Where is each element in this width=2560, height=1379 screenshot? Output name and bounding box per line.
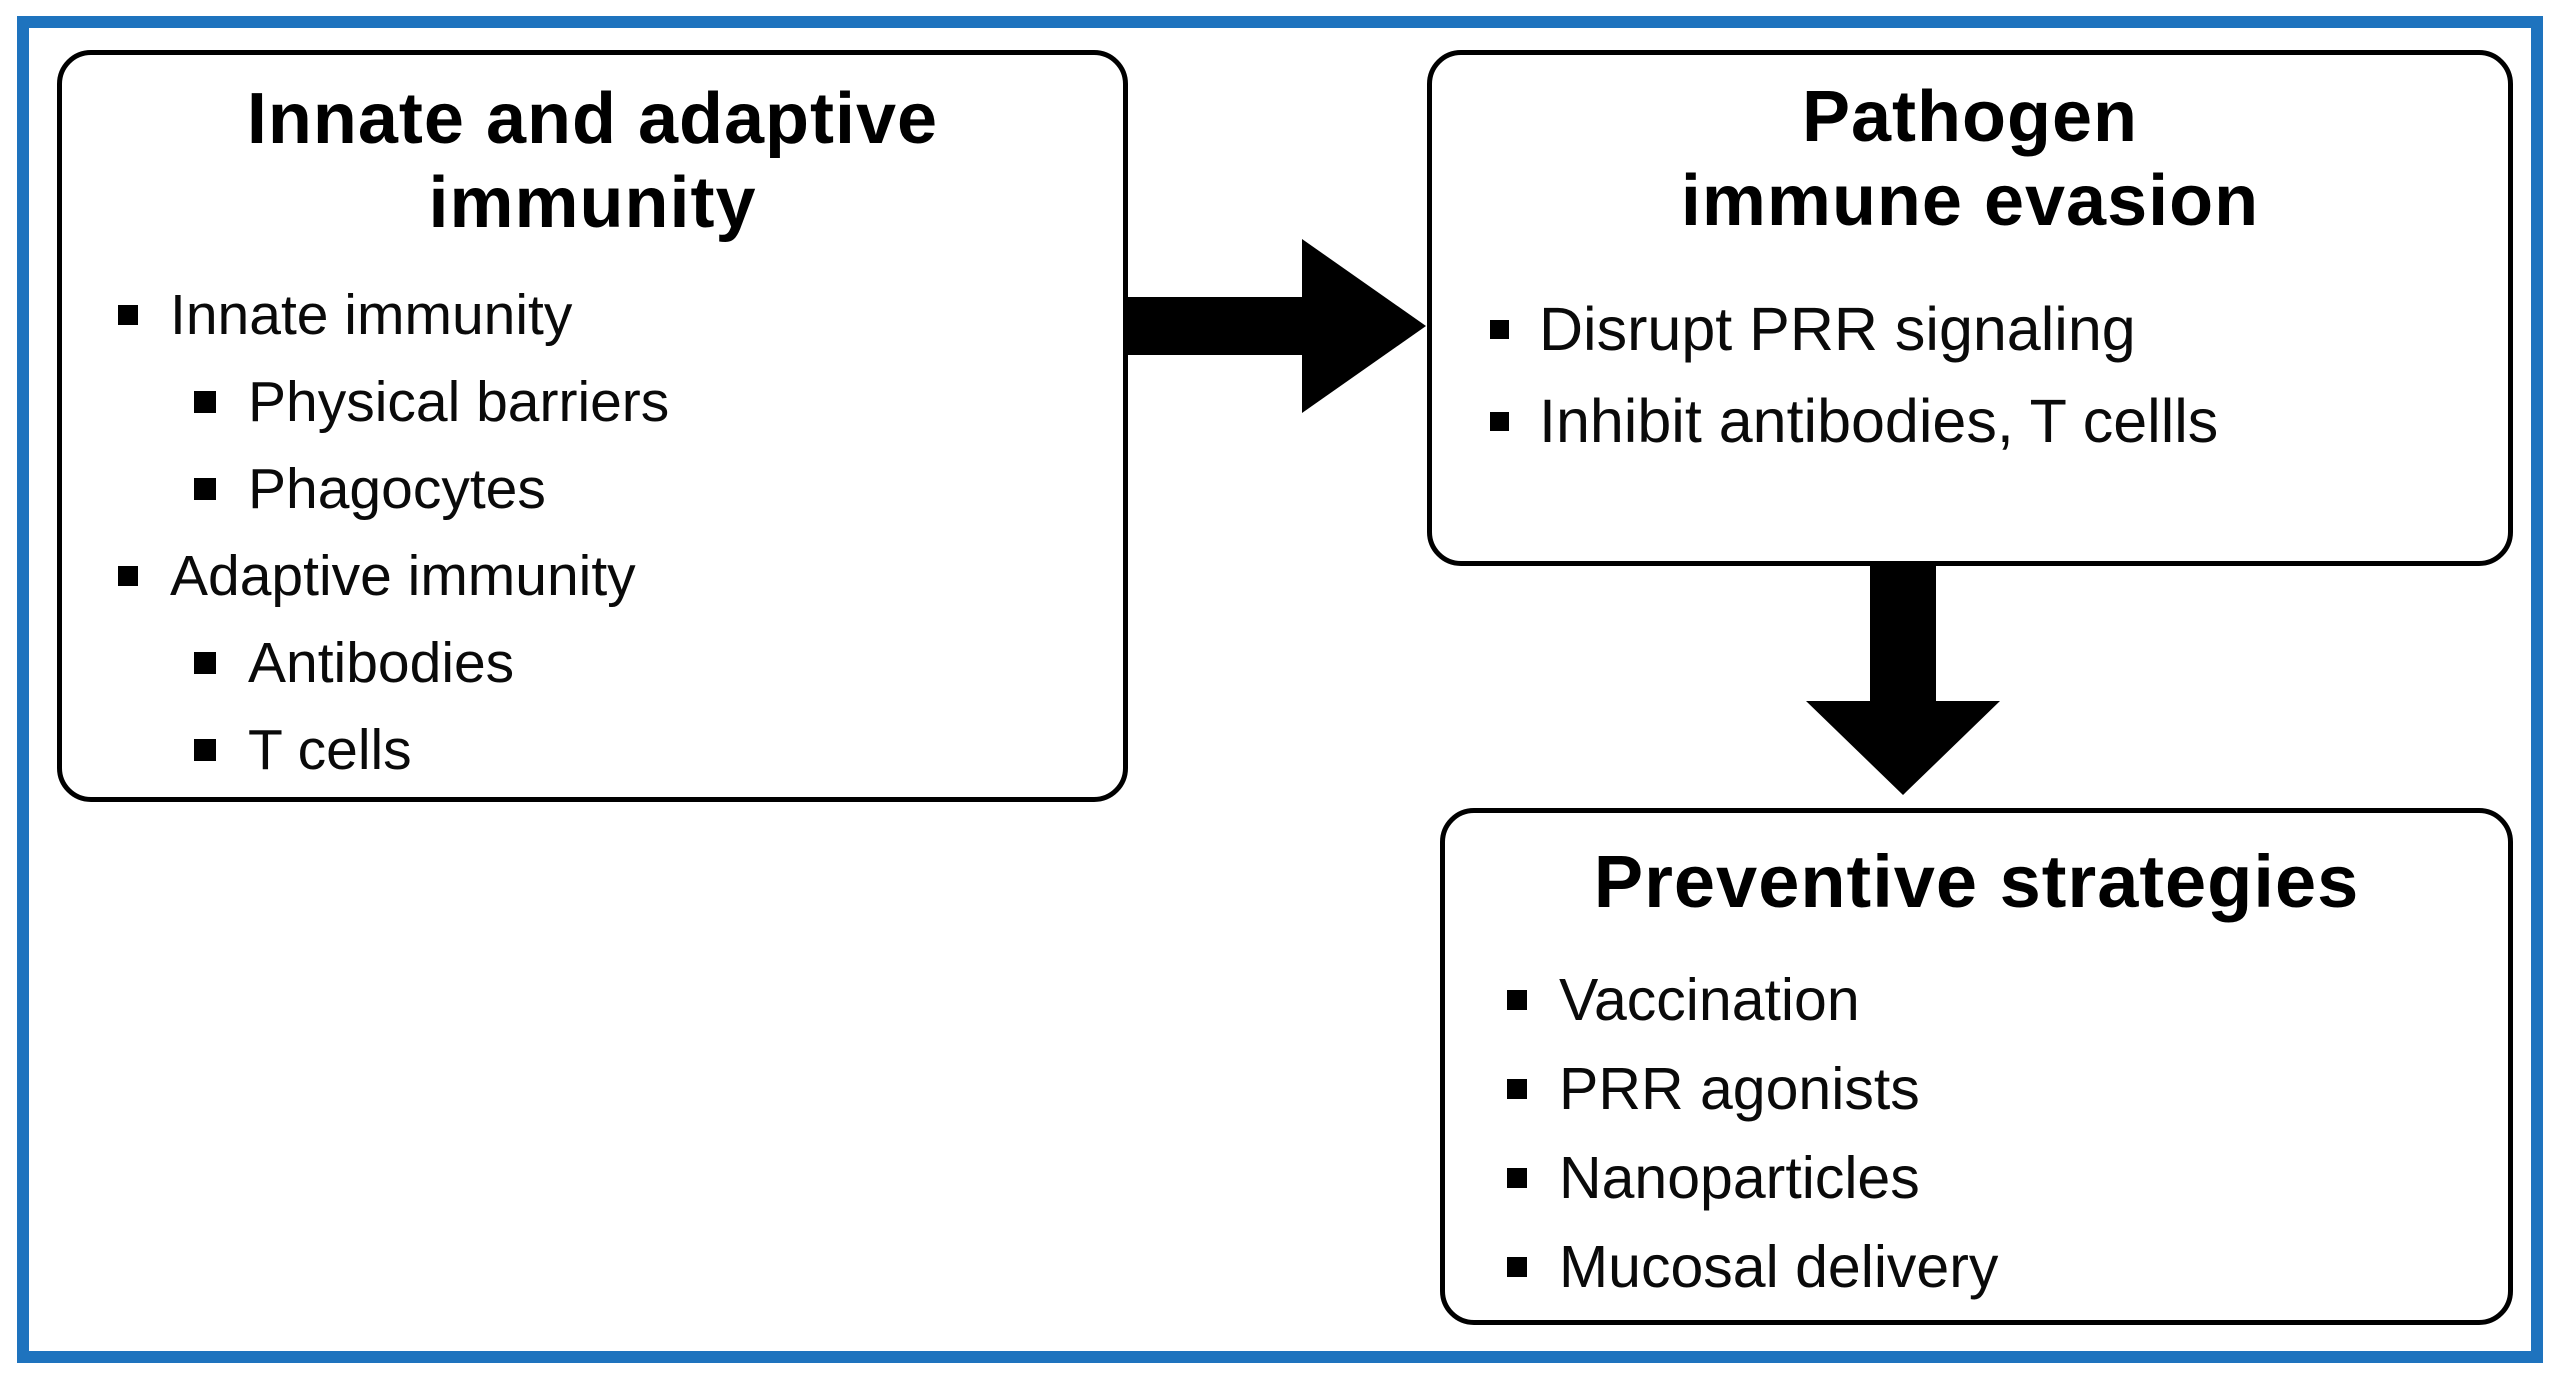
list-item-label: T cells (248, 717, 412, 782)
box-title: Innate and adaptive immunity (62, 77, 1123, 245)
down-arrow-head-icon (1806, 701, 2000, 795)
list-item-label: Inhibit antibodies, T cellls (1539, 387, 2219, 455)
list-item-label: PRR agonists (1559, 1055, 1920, 1122)
bullet-square-icon (118, 565, 138, 586)
box-title: Preventive strategies (1445, 839, 2508, 925)
bullet-list: Disrupt PRR signaling Inhibit antibodies… (1432, 283, 2508, 467)
list-item: T cells (62, 706, 1123, 793)
box-title-line2: immune evasion (1680, 161, 2260, 241)
list-item-label: Adaptive immunity (170, 543, 636, 608)
list-item: Mucosal delivery (1445, 1222, 2508, 1311)
list-item: Nanoparticles (1445, 1133, 2508, 1222)
list-item-label: Innate immunity (170, 282, 573, 347)
down-arrow-shaft-icon (1870, 561, 1936, 703)
list-item: Inhibit antibodies, T cellls (1432, 375, 2508, 467)
box-innate-adaptive-immunity: Innate and adaptive immunity Innate immu… (57, 50, 1128, 802)
box-title-line1: Preventive strategies (1593, 840, 2360, 923)
list-item: Vaccination (1445, 955, 2508, 1044)
bullet-square-icon (1490, 411, 1509, 431)
list-item-label: Antibodies (248, 630, 515, 695)
list-item: Phagocytes (62, 445, 1123, 532)
bullet-list: Vaccination PRR agonists Nanoparticles M… (1445, 955, 2508, 1311)
box-title-line1: Pathogen (1801, 77, 2138, 157)
bullet-square-icon (194, 651, 216, 674)
bullet-square-icon (1507, 989, 1527, 1010)
list-item-label: Physical barriers (248, 369, 670, 434)
bullet-list: Innate immunity Physical barriers Phagoc… (62, 271, 1123, 793)
list-item-label: Nanoparticles (1559, 1144, 1920, 1211)
list-item: Physical barriers (62, 358, 1123, 445)
box-title-line2: immunity (428, 163, 757, 243)
box-preventive-strategies: Preventive strategies Vaccination PRR ag… (1440, 808, 2513, 1325)
list-item-label: Mucosal delivery (1559, 1233, 1999, 1300)
bullet-square-icon (1507, 1167, 1527, 1188)
bullet-square-icon (1490, 319, 1509, 339)
list-item-label: Vaccination (1559, 966, 1860, 1033)
bullet-square-icon (1507, 1256, 1527, 1277)
list-item: PRR agonists (1445, 1044, 2508, 1133)
right-arrow-head-icon (1302, 239, 1426, 413)
bullet-square-icon (194, 390, 216, 413)
bullet-square-icon (194, 477, 216, 500)
list-item: Adaptive immunity (62, 532, 1123, 619)
list-item: Innate immunity (62, 271, 1123, 358)
bullet-square-icon (194, 738, 216, 761)
list-item-label: Phagocytes (248, 456, 546, 521)
box-title: Pathogen immune evasion (1432, 75, 2508, 243)
bullet-square-icon (1507, 1078, 1527, 1099)
list-item: Antibodies (62, 619, 1123, 706)
box-title-line1: Innate and adaptive (246, 79, 939, 159)
bullet-square-icon (118, 304, 138, 325)
list-item-label: Disrupt PRR signaling (1539, 295, 2136, 363)
list-item: Disrupt PRR signaling (1432, 283, 2508, 375)
right-arrow-shaft-icon (1128, 297, 1304, 355)
box-pathogen-immune-evasion: Pathogen immune evasion Disrupt PRR sign… (1427, 50, 2513, 566)
